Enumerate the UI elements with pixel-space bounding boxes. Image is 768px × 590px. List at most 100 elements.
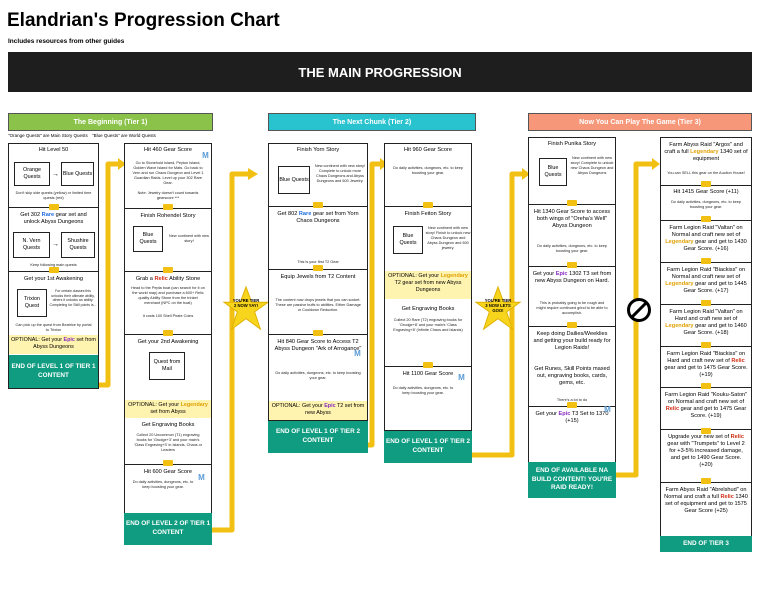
connector <box>701 300 711 306</box>
page-subtitle: Includes resources from other guides <box>8 38 125 45</box>
runes-note: There's a lot to do <box>556 398 588 402</box>
node-hit-1415: Hit 1415 Gear Score (+11) <box>673 189 739 195</box>
arrow-col1-col2 <box>98 161 118 388</box>
node-finish-rohendel: Finish Rohendel Story <box>140 213 196 219</box>
optional-epic-t2: OPTIONAL: Get your Epic T2 set from new … <box>269 401 367 420</box>
trixion-quest-box: Trixion Quest <box>17 289 47 317</box>
g460-note: Go to Stonehold Island, Peyton Island, G… <box>132 161 204 185</box>
side-quest-note: Don't skip side quests (yellow) or limit… <box>15 191 92 200</box>
node-hit-level-50: Hit Level 50 <box>38 147 69 153</box>
optional-legendary-t2: OPTIONAL: Get your Legendary T2 gear set… <box>385 271 471 299</box>
no-entry-icon <box>627 298 651 322</box>
arrowhead-4 <box>522 168 530 180</box>
m-logo-icon: M <box>354 349 361 358</box>
quest-from-mail-box: Quest from Mail <box>149 352 185 380</box>
node-runes-skillpoints: Get Runes, Skill Points maxed out, engra… <box>534 366 610 386</box>
daily-note: Do daily activities, dungeons, etc. to k… <box>393 166 463 175</box>
connector <box>49 204 59 210</box>
connector <box>313 202 323 208</box>
connector <box>49 267 59 273</box>
node-finish-punika: Finish Punika Story <box>547 141 597 147</box>
column-tier2-level1: Finish Yorn Story Blue Quests New contin… <box>268 143 368 421</box>
connector <box>423 362 433 368</box>
node-equip-jewels: Equip Jewels from T2 Content <box>280 274 356 280</box>
node-hit-960: Hit 960 Gear Score <box>404 147 452 153</box>
node-hit-840: Hit 840 Gear Score to Access T2 Abyss Du… <box>274 339 362 352</box>
node-engraving-books: Get Engraving Books <box>141 422 195 428</box>
blue-quests-box: Blue Quests <box>393 226 423 254</box>
connector <box>701 428 711 434</box>
node-hit-1100: Hit 1100 Gear Score <box>402 371 454 377</box>
relic-cost-note: It costs 100 Shell Pirate Coins <box>142 314 194 318</box>
trixion-note: For certain classes this unlocks their u… <box>49 289 97 307</box>
connector <box>567 200 577 206</box>
arrow-col3-col4 <box>368 161 380 448</box>
connector <box>567 262 577 268</box>
connector <box>701 342 711 348</box>
column-tier2-level2: Hit 960 Gear Score Do daily activities, … <box>384 143 472 431</box>
connector <box>313 265 323 271</box>
daily-note: Do daily activities, dungeons, etc. to k… <box>537 244 607 253</box>
column-tier1-level1: Hit Level 50 Orange Quests → Blue Quests… <box>8 143 99 389</box>
blue-quests-box: Blue Quests <box>61 162 94 186</box>
column-tier3-main: Finish Punika Story Blue Quests New cont… <box>528 137 616 464</box>
node-get-802-rare: Get 802 Rare gear set from Yorn Chaos Du… <box>277 211 359 224</box>
tier-3-header: Now You Can Play The Game (Tier 3) <box>528 113 752 131</box>
end-tier2-level1: END OF LEVEL 1 OF TIER 2 CONTENT <box>268 421 368 453</box>
node-1st-awakening: Get your 1st Awakening <box>24 276 83 282</box>
m-logo-icon: M <box>604 405 611 414</box>
node-vykas-normal: Farm Legion Raid "Biackiss" on Normal an… <box>665 267 747 294</box>
daily-note: Do daily activities, dungeons, etc. to k… <box>671 200 741 209</box>
connector <box>701 383 711 389</box>
connector <box>163 330 173 336</box>
connector <box>313 330 323 336</box>
rohendel-note: New continent with new story! <box>169 234 209 243</box>
node-hit-460: Hit 460 Gear Score <box>144 147 192 153</box>
t2-gear-note: This is your first T2 Gear <box>297 260 339 264</box>
yorn-note: New continent with new story! Complete t… <box>314 164 366 183</box>
main-quests-note: Keep following main quests <box>30 263 77 267</box>
punika-note: New continent with new story! Complete t… <box>570 156 614 175</box>
m-logo-icon: M <box>202 151 209 160</box>
node-epic-1370: Get your Epic T3 Set to 1370 (+15) <box>535 411 609 424</box>
connector <box>701 216 711 222</box>
node-epic-1302: Get your Epic 1302 T3 set from new Abyss… <box>532 271 612 284</box>
arrowhead-1 <box>118 158 126 170</box>
connector <box>567 322 577 328</box>
end-tier2-level2: END OF LEVEL 1 OF TIER 2 CONTENT <box>384 431 472 463</box>
blue-quests-box: Blue Quests <box>278 166 310 194</box>
node-vykas-hard: Farm Legion Raid "Biackiss" on Hard and … <box>664 351 748 378</box>
blue-quests-box: Blue Quests <box>539 158 567 186</box>
arrow-right-icon: → <box>52 241 59 248</box>
node-valtan-hard: Farm Legion Raid "Valtan" on Hard and cr… <box>665 309 747 336</box>
node-upgrade-relic: Upgrade your new set of Relic gear with … <box>667 434 745 468</box>
legend-orange-note: "Orange Quests" are Main Story Quests <box>8 133 88 138</box>
node-engraving-books: Get Engraving Books <box>401 306 455 312</box>
node-relic-ability-stone: Grab a Relic Ability Stone <box>135 276 201 282</box>
legend-blue-note: "Blue Quests" are World Quests <box>92 133 156 138</box>
tier-2-header: The Next Chunk (Tier 2) <box>268 113 476 131</box>
end-tier1-level1: END OF LEVEL 1 OF TIER 1 CONTENT <box>9 355 98 388</box>
connector <box>701 181 711 187</box>
node-dailies-weeklies: Keep doing Dailies/Weeklies and getting … <box>533 331 611 351</box>
node-finish-yorn: Finish Yorn Story <box>296 147 340 153</box>
m-logo-icon: M <box>198 473 205 482</box>
node-hit-600: Hit 600 Gear Score <box>144 469 192 475</box>
argos-note: You can SELL this gear on the Auction Ho… <box>667 171 745 175</box>
node-kouku-saton: Farm Legion Raid "Kouku-Saton" on Normal… <box>664 392 748 419</box>
end-available-content: END OF AVAILABLE NA BUILD CONTENT! YOU'R… <box>528 462 616 498</box>
epic-1302-note: This is probably going to be rough and m… <box>536 301 608 315</box>
connector <box>701 258 711 264</box>
jewels-note: The content now drops jewels that you ca… <box>275 298 361 312</box>
daily-note: Do daily activities, dungeons, etc. to k… <box>275 371 361 380</box>
connector <box>567 402 577 408</box>
connector <box>701 478 711 484</box>
connector <box>163 204 173 210</box>
main-banner: THE MAIN PROGRESSION <box>8 52 752 92</box>
orange-quests-box: Orange Quests <box>14 162 50 186</box>
feiton-note: New continent with new story! Finish to … <box>425 226 471 250</box>
connector <box>423 202 433 208</box>
relic-stone-note: Head to the Pepta boat (can search for i… <box>131 286 205 305</box>
node-finish-feiton: Finish Feiton Story <box>404 211 452 217</box>
trixion-footer-note: Can pick up the quest from Beatrice by p… <box>15 323 92 332</box>
